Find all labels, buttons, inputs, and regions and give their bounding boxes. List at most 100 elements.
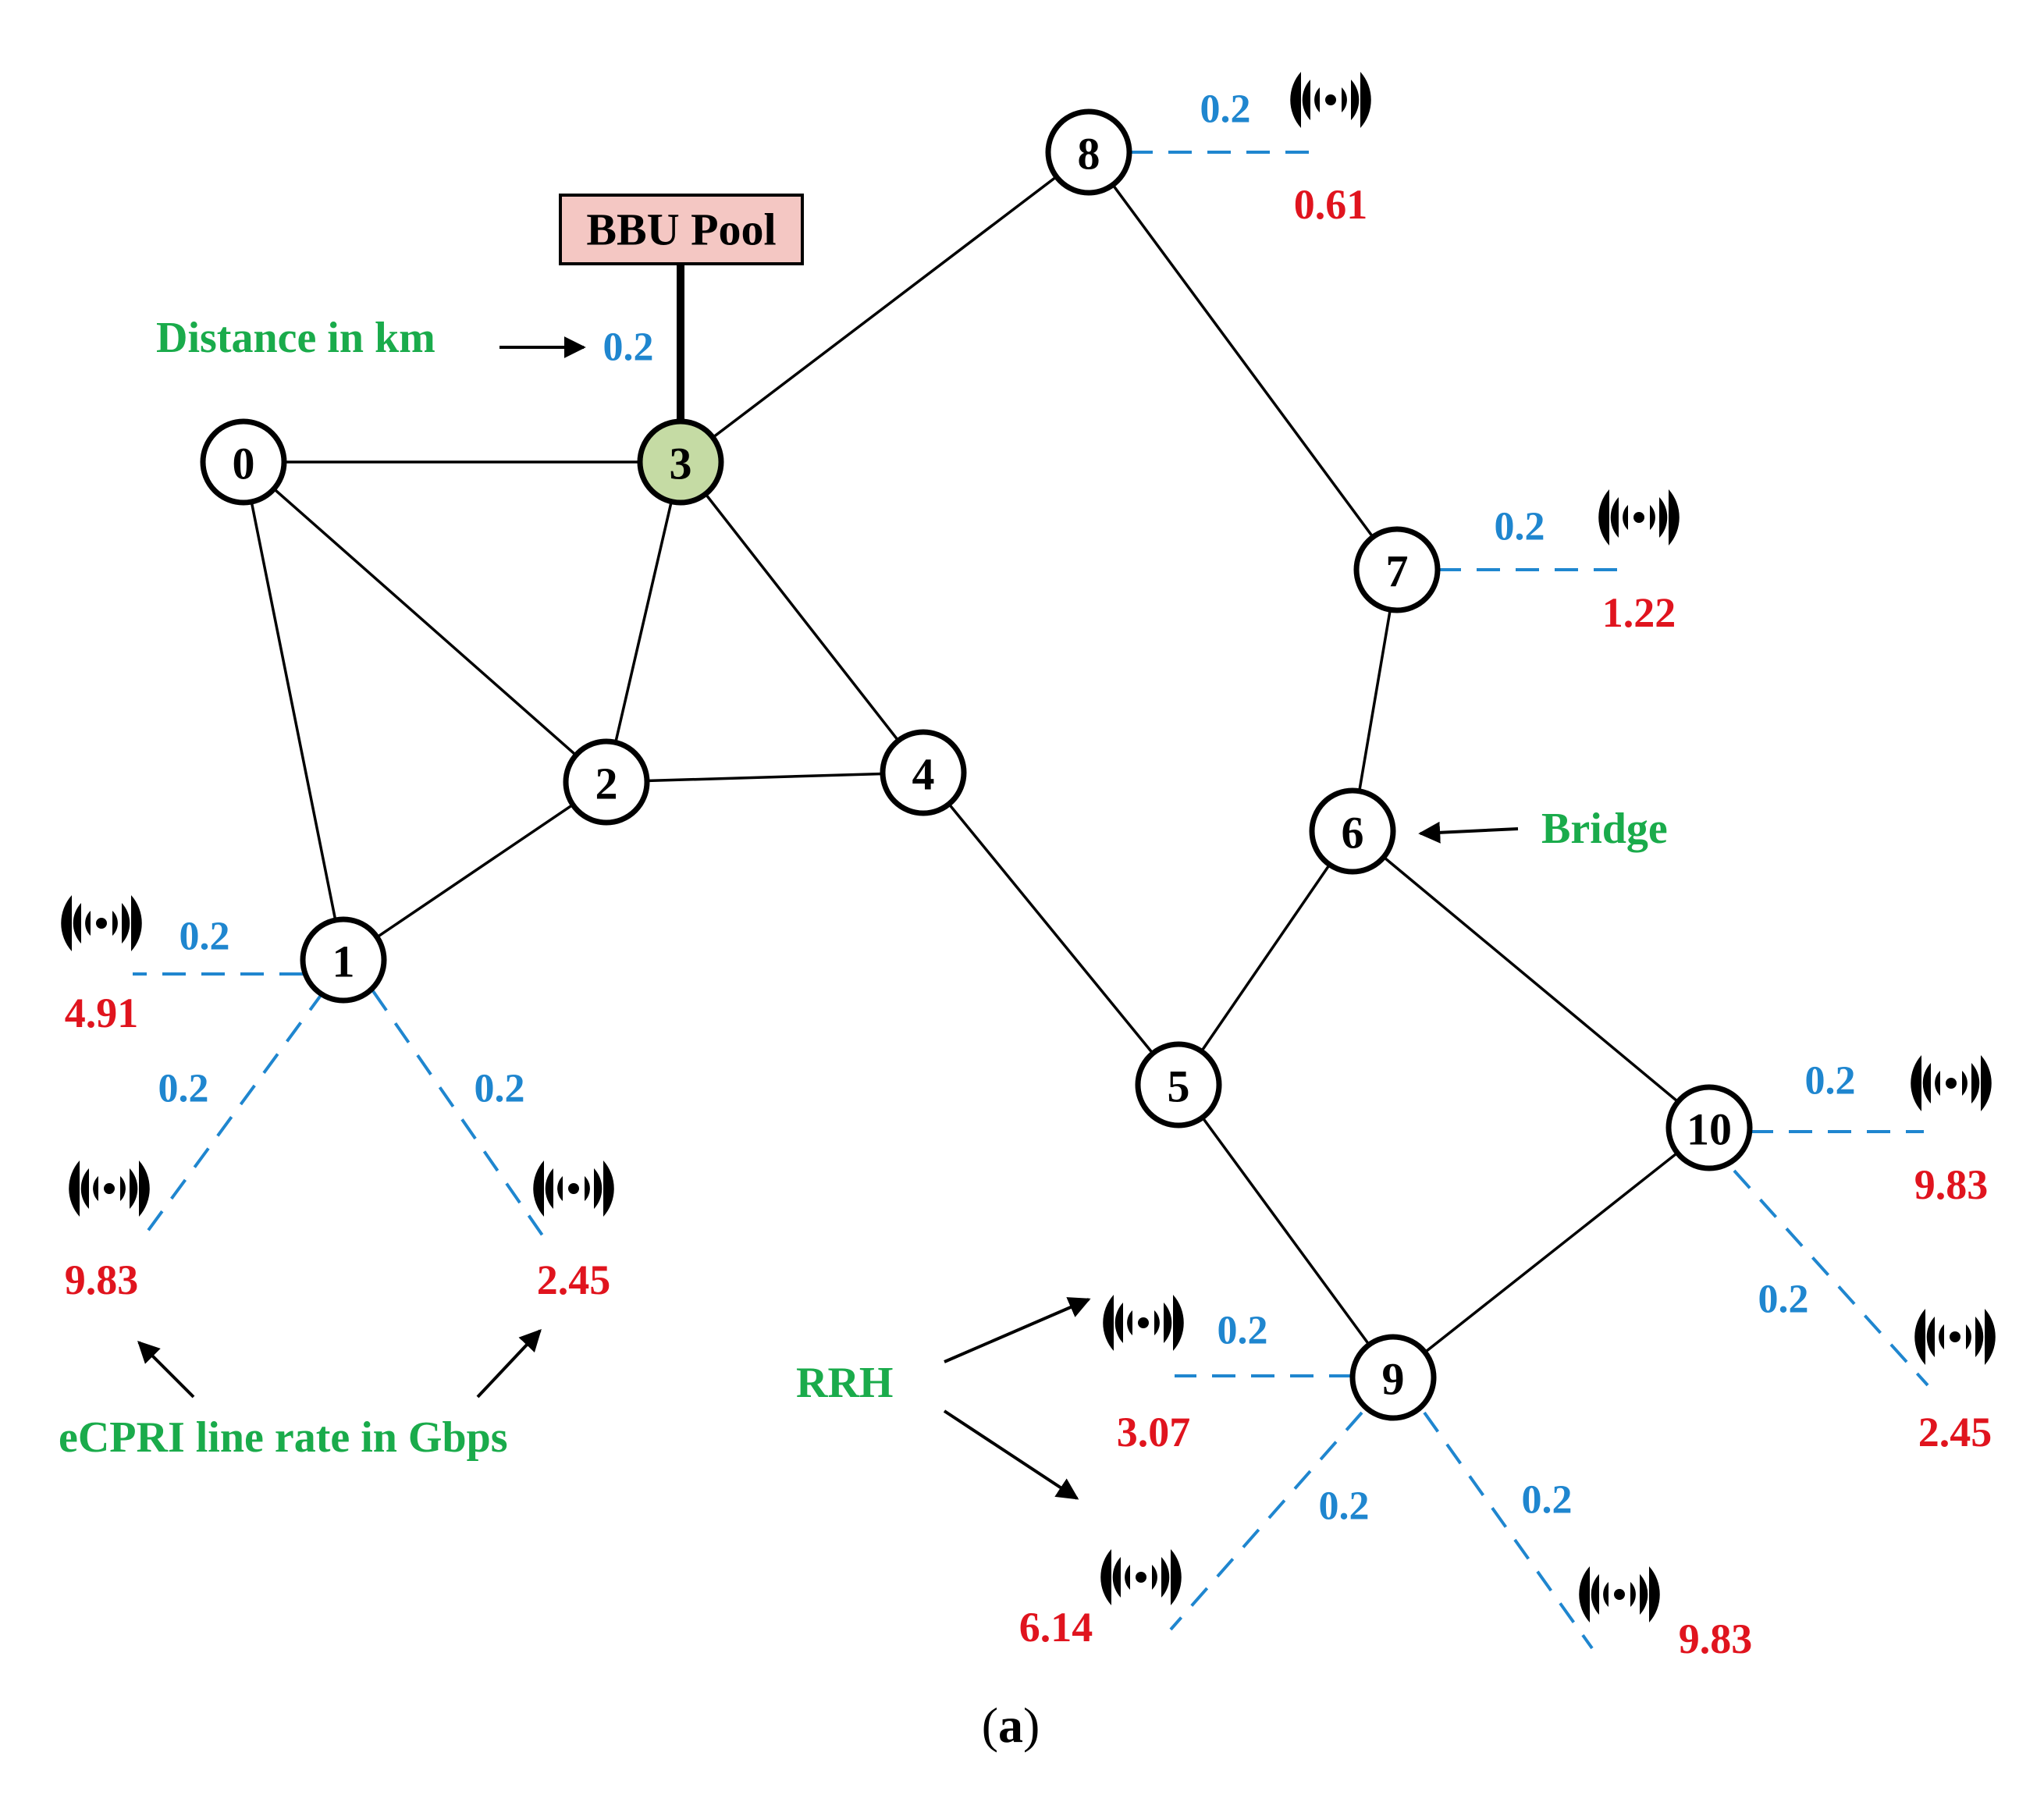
node-2: 2	[563, 738, 650, 826]
node-circle	[1353, 526, 1441, 613]
edge-3-8	[679, 151, 1090, 464]
line-rate-arrow-left	[137, 1341, 195, 1399]
node-label: 10	[1687, 1104, 1732, 1155]
edge-6-10	[1351, 830, 1711, 1129]
node-label: 2	[595, 759, 618, 809]
rrh-2: 0.2 4.91	[61, 895, 303, 1036]
rrh-link	[1733, 1169, 1929, 1387]
rrh-rate-label: 1.22	[1602, 589, 1676, 636]
edge-7-6	[1351, 569, 1399, 832]
rrh-distance-label: 0.2	[1218, 1309, 1268, 1353]
rrh-link	[1423, 1411, 1594, 1650]
node-3: 3	[637, 418, 724, 506]
rrh-1: 0.2 1.22	[1438, 489, 1680, 636]
node-label: 7	[1386, 546, 1409, 597]
rrh-link	[139, 990, 325, 1242]
rrh-rate-label: 0.61	[1294, 181, 1368, 228]
rrh-rate-label: 2.45	[537, 1256, 611, 1303]
rrh-7: 0.2 3.07	[1103, 1295, 1353, 1455]
rrh-rate-label: 4.91	[65, 990, 139, 1036]
radio-tower-icon	[1911, 1055, 1992, 1132]
rrh-0: 0.20.61	[1129, 72, 1371, 228]
node-circle	[1349, 1334, 1437, 1421]
edge-5-9	[1177, 1083, 1395, 1379]
rrh-5: 0.2 9.83	[1750, 1055, 1992, 1208]
rrh-distance-label: 0.2	[1522, 1478, 1573, 1523]
nodes-layer: 0 1 2 3 4 5 6 7 8 9 10	[200, 108, 1753, 1421]
edge-0-2	[242, 460, 608, 784]
node-label: 3	[670, 439, 692, 489]
radio-tower-icon	[69, 1160, 150, 1237]
node-circle	[200, 418, 287, 506]
bbu-pool-box	[559, 194, 804, 265]
node-label: 5	[1168, 1061, 1190, 1112]
radio-tower-icon	[1100, 1549, 1182, 1626]
rrh-distance-label: 0.2	[1758, 1278, 1809, 1322]
node-5: 5	[1135, 1041, 1222, 1128]
distance-annotation: Distance in km	[156, 314, 435, 362]
node-label: 0	[233, 439, 255, 489]
radio-tower-icon	[1290, 72, 1371, 148]
rrh-layer: 0.20.610.21.220.24.910.29.830.22.450.29.…	[61, 72, 1996, 1662]
node-label: 9	[1382, 1354, 1405, 1405]
bridge-annotation-arrow	[1418, 821, 1519, 844]
bbu-pool: BBU Pool	[559, 194, 804, 265]
rrh-rate-label: 9.83	[65, 1256, 139, 1303]
node-label: 6	[1342, 808, 1364, 858]
rrh-rate-label: 2.45	[1918, 1409, 1992, 1455]
node-circle	[563, 738, 650, 826]
edge-8-7	[1087, 151, 1399, 571]
node-8: 8	[1045, 108, 1132, 196]
rrh-distance-label: 0.2	[180, 915, 230, 959]
node-9: 9	[1349, 1334, 1437, 1421]
node-circle	[1135, 1041, 1222, 1128]
edge-0-1	[242, 461, 345, 961]
rrh-distance-label: 0.2	[1495, 505, 1545, 549]
rrh-4: 0.2 2.45	[371, 990, 614, 1303]
node-4: 4	[880, 729, 967, 816]
node-circle	[1045, 108, 1132, 196]
edge-3-4	[679, 460, 925, 774]
node-circle	[300, 916, 387, 1004]
line-rate-arrow-right	[476, 1328, 542, 1399]
bridge-annotation: Bridge	[1541, 805, 1668, 853]
edge-2-3	[605, 461, 682, 783]
node-label: 8	[1078, 129, 1100, 179]
rrh-distance-label: 0.2	[1805, 1059, 1856, 1104]
node-1: 1	[300, 916, 387, 1004]
edge-2-4	[606, 771, 924, 784]
rrh-6: 0.2 2.45	[1733, 1169, 1996, 1455]
annotations: Distance in km Bridge RRH eCPRI line rat…	[59, 314, 1668, 1500]
node-circle	[1309, 787, 1396, 875]
rrh-distance-label: 0.2	[158, 1067, 209, 1111]
rrh-8: 0.26.14	[1019, 1411, 1370, 1651]
rrh-link	[1169, 1411, 1363, 1631]
rrh-rate-label: 9.83	[1914, 1161, 1989, 1208]
rrh-rate-label: 9.83	[1679, 1615, 1753, 1662]
radio-tower-icon	[533, 1160, 614, 1237]
node-circle	[1665, 1084, 1753, 1171]
node-10: 10	[1665, 1084, 1753, 1171]
radio-tower-icon	[1579, 1566, 1660, 1643]
edge-9-10	[1392, 1126, 1711, 1379]
edge-1-2	[343, 780, 607, 961]
rrh-distance-label: 0.2	[475, 1067, 525, 1111]
rrh-annotation-arrow-lower	[943, 1409, 1079, 1500]
bbu-pool-distance-label: 0.2	[603, 325, 654, 370]
radio-tower-icon	[1598, 489, 1680, 566]
edges-layer	[242, 151, 1711, 1379]
node-label: 1	[332, 937, 355, 987]
radio-tower-icon	[1103, 1295, 1184, 1371]
rrh-distance-label: 0.2	[1319, 1484, 1370, 1529]
edge-5-6	[1177, 830, 1354, 1086]
edge-4-5	[922, 771, 1180, 1086]
radio-tower-icon	[1914, 1309, 1996, 1385]
radio-tower-icon	[61, 895, 142, 972]
node-label: 4	[912, 749, 935, 800]
figure-caption: (a)	[982, 1697, 1040, 1753]
rrh-rate-label: 3.07	[1117, 1409, 1191, 1455]
node-0: 0	[200, 418, 287, 506]
rrh-9: 0.2 9.83	[1423, 1411, 1753, 1662]
node-circle	[880, 729, 967, 816]
